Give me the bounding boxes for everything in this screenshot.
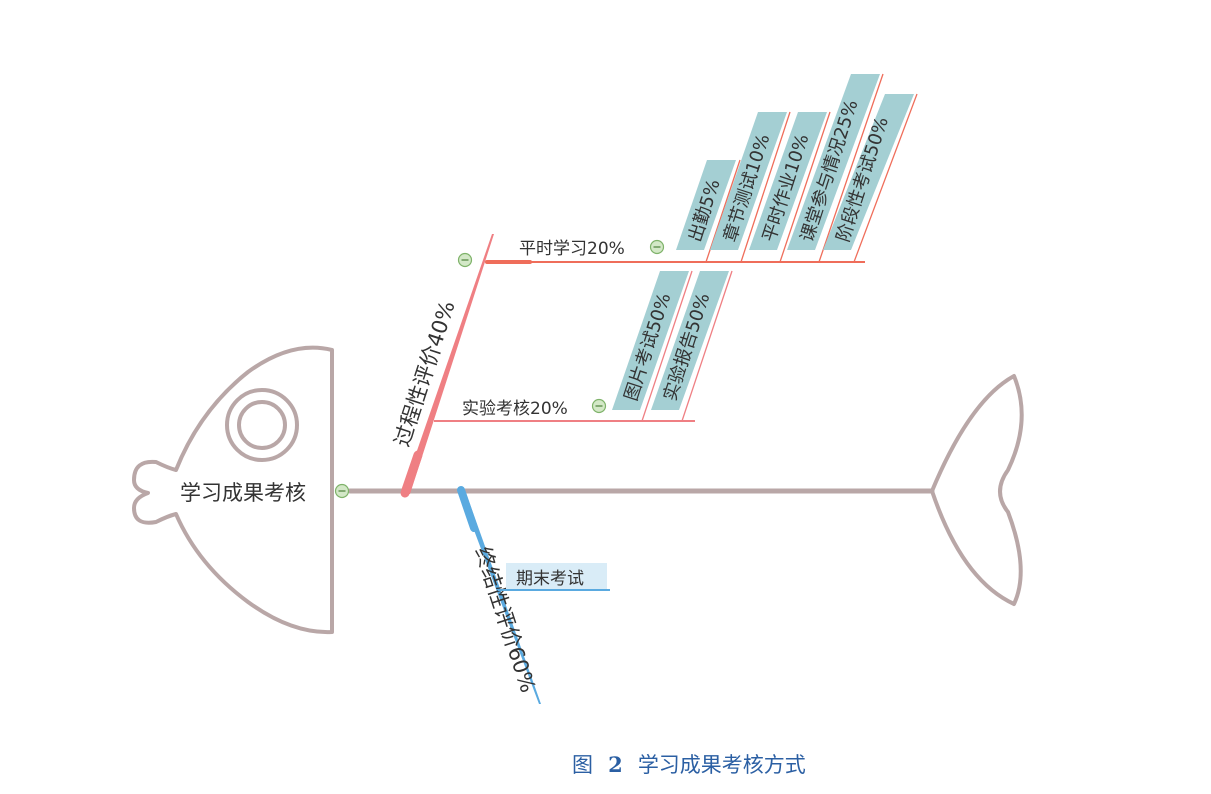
root-collapse-icon[interactable] [334, 483, 350, 499]
caption-title: 学习成果考核方式 [638, 753, 806, 777]
branch-lab-collapse-icon[interactable] [591, 398, 607, 414]
root-label: 学习成果考核 [180, 481, 306, 505]
process-label: 过程性评价40% [390, 298, 460, 450]
branch-lab-label: 实验考核20% [462, 399, 568, 419]
branch-regular-collapse-icon[interactable] [649, 239, 665, 255]
caption-number: 2 [608, 752, 623, 777]
summative-bone [457, 486, 541, 704]
caption-figure: 图 [572, 753, 593, 777]
figure-caption: 图 2 学习成果考核方式 [572, 752, 806, 777]
branch-final-exam: 期末考试 [498, 563, 610, 591]
process-collapse-icon[interactable] [457, 252, 473, 268]
branch-final-exam-label: 期末考试 [516, 569, 584, 589]
fish-tail [930, 374, 1024, 606]
branch-regular-label: 平时学习20% [519, 239, 625, 259]
fish-head [132, 345, 334, 635]
process-bone [400, 234, 494, 498]
